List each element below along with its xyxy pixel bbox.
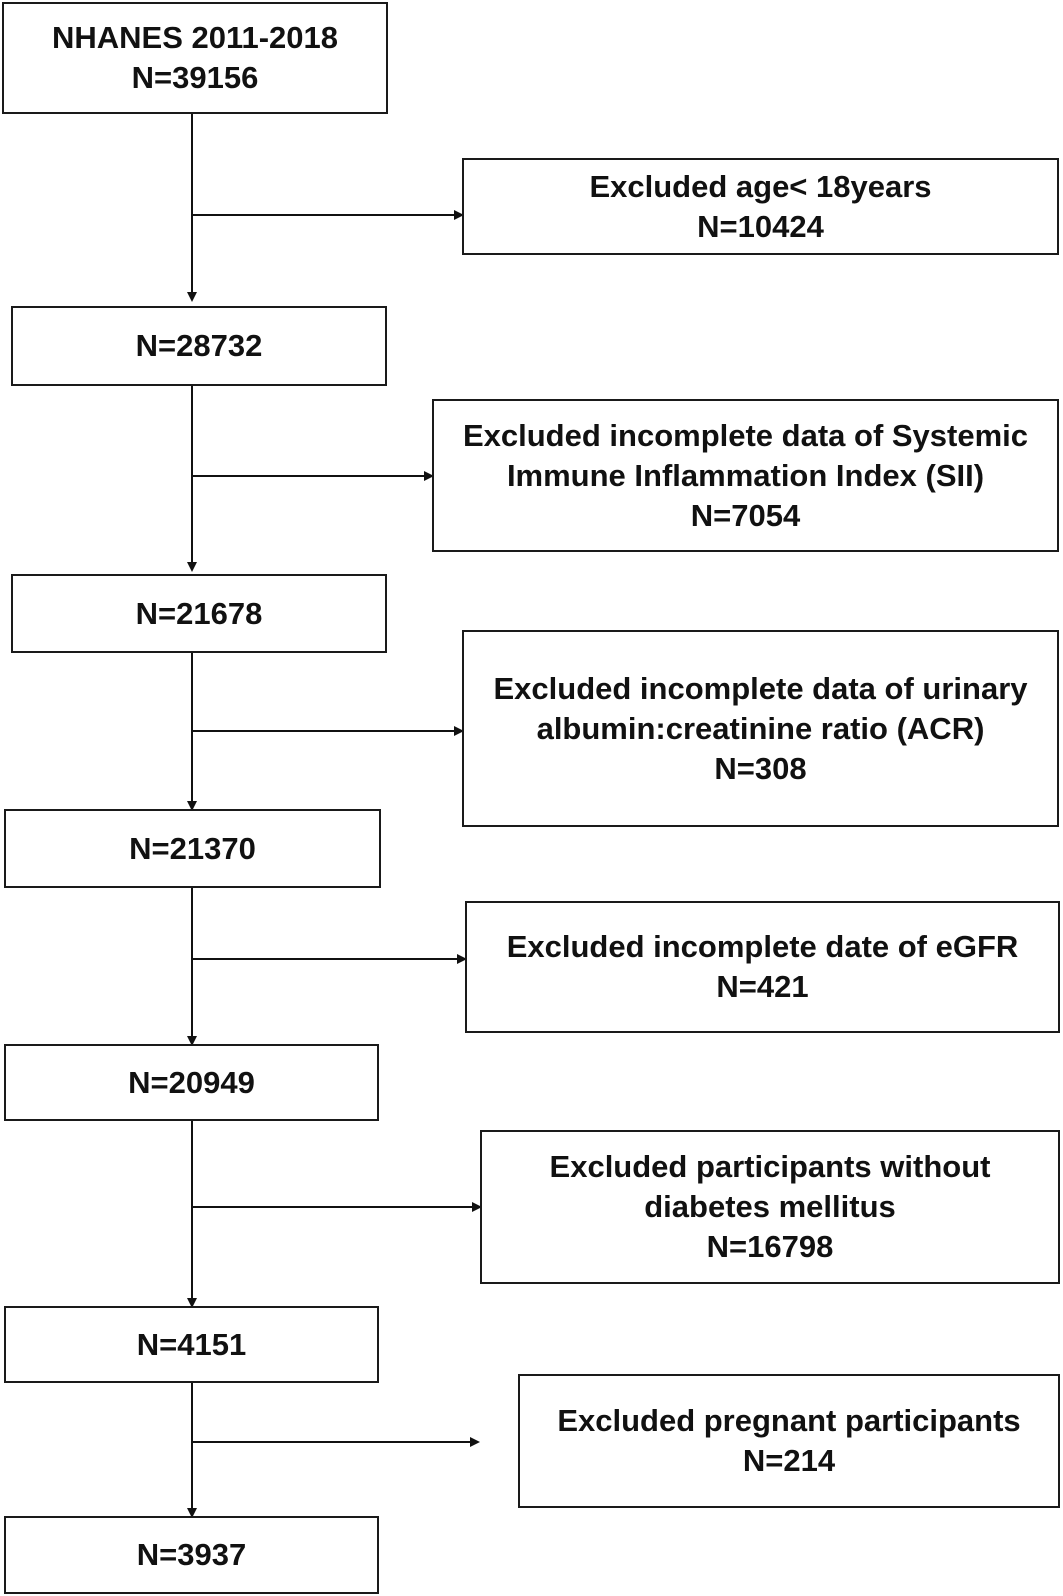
main-box-step-5: N=4151 xyxy=(4,1306,379,1383)
exclusion-box-diabetes: Excluded participants without diabetes m… xyxy=(480,1130,1060,1284)
box-line: N=7054 xyxy=(690,497,801,533)
main-box-step-3: N=21370 xyxy=(4,809,381,888)
box-line: N=10424 xyxy=(697,208,824,244)
exclusion-box-egfr: Excluded incomplete date of eGFR N=421 xyxy=(465,901,1060,1033)
box-line: N=3937 xyxy=(136,1537,247,1572)
main-box-step-4: N=20949 xyxy=(4,1044,379,1121)
box-line: NHANES 2011-2018 xyxy=(51,20,339,55)
box-line: Immune Inflammation Index (SII) xyxy=(506,457,985,493)
box-line: Excluded incomplete date of eGFR xyxy=(506,929,1019,964)
box-line: Excluded pregnant participants xyxy=(557,1403,1021,1438)
main-box-step-2: N=21678 xyxy=(11,574,387,653)
box-line: N=20949 xyxy=(128,1064,255,1100)
box-line: Excluded participants without xyxy=(549,1149,991,1184)
box-line: Excluded incomplete data of urinary xyxy=(493,670,1028,706)
exclusion-box-acr: Excluded incomplete data of urinary albu… xyxy=(462,630,1059,827)
box-line: N=308 xyxy=(714,750,807,786)
box-line: N=421 xyxy=(716,969,809,1004)
box-line: Excluded age< 18years xyxy=(589,168,932,204)
box-line: N=21370 xyxy=(129,830,256,866)
main-box-final: N=3937 xyxy=(4,1516,379,1594)
exclusion-box-sii: Excluded incomplete data of Systemic Imm… xyxy=(432,399,1059,552)
box-line: N=39156 xyxy=(131,60,259,95)
box-line: N=21678 xyxy=(135,595,263,631)
box-line: Excluded incomplete data of Systemic xyxy=(462,417,1029,453)
box-line: diabetes mellitus xyxy=(644,1189,896,1224)
exclusion-box-age: Excluded age< 18years N=10424 xyxy=(462,158,1059,255)
box-line: N=16798 xyxy=(706,1229,834,1264)
main-box-step-1: N=28732 xyxy=(11,306,387,386)
box-line: N=28732 xyxy=(135,328,263,363)
main-box-cohort: NHANES 2011-2018 N=39156 xyxy=(2,2,388,114)
box-line: albumin:creatinine ratio (ACR) xyxy=(536,710,985,746)
exclusion-box-pregnant: Excluded pregnant participants N=214 xyxy=(518,1374,1060,1508)
box-line: N=214 xyxy=(742,1443,836,1478)
box-line: N=4151 xyxy=(136,1326,247,1362)
